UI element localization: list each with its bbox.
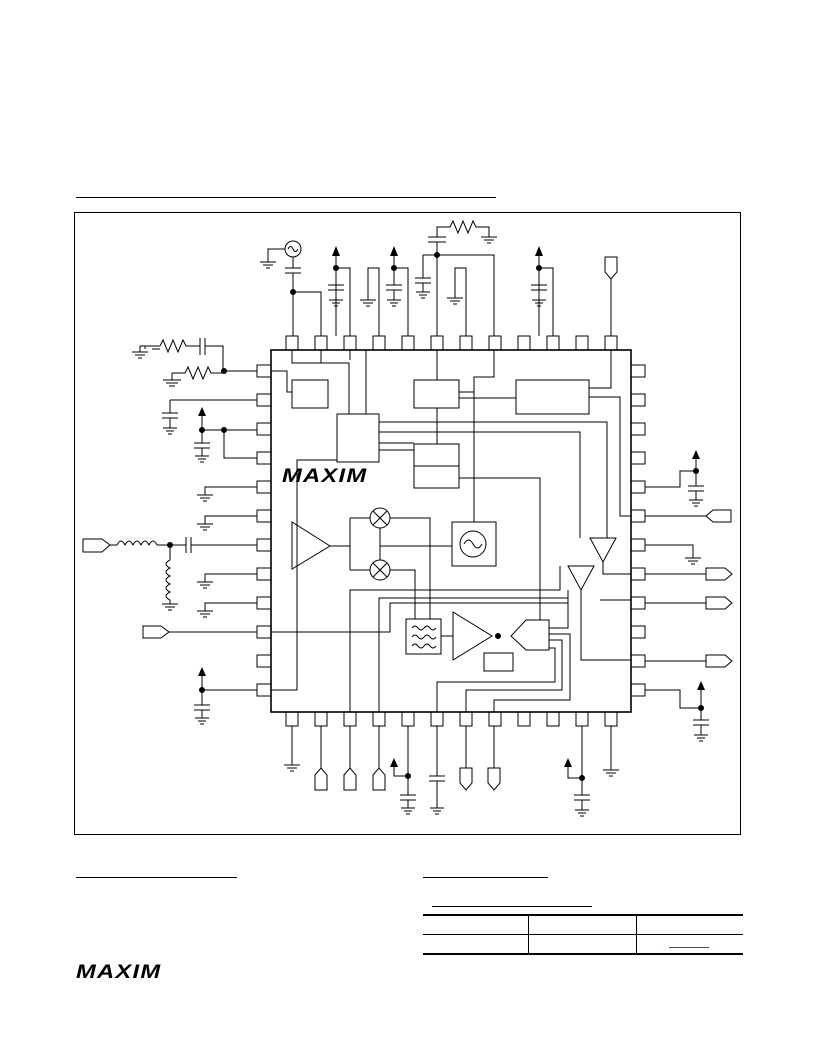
right-pins xyxy=(630,364,646,697)
block-filter xyxy=(405,618,442,655)
table-link-underline[interactable] xyxy=(669,947,709,948)
chip-maxim-logo: MAXIM xyxy=(282,466,368,487)
bottom-input-port-2 xyxy=(343,767,357,791)
block-control xyxy=(336,413,380,463)
footer-maxim-logo: MAXIM xyxy=(76,962,162,983)
control-input-port xyxy=(142,625,170,639)
bottom-pins xyxy=(285,711,618,727)
bottom-input-port-1 xyxy=(314,767,328,791)
ic-package-body xyxy=(270,349,632,713)
bottom-output-port-1 xyxy=(459,767,473,791)
section-header-rule xyxy=(76,197,496,198)
buffer-amp-2 xyxy=(567,565,595,592)
table-row xyxy=(423,934,743,955)
lower-right-heading-rule xyxy=(423,877,548,878)
rf-input-port xyxy=(82,538,111,553)
buffer-amp-1 xyxy=(589,537,617,564)
lower-right-subheading-rule xyxy=(432,906,592,907)
mixer-i xyxy=(369,507,391,529)
block-pll xyxy=(413,379,460,409)
bottom-output-port-2 xyxy=(487,767,501,791)
output-buffer xyxy=(510,619,550,651)
block-dc-offset xyxy=(483,652,514,672)
output-port-4 xyxy=(705,654,733,668)
table-row xyxy=(423,914,743,935)
left-pins xyxy=(256,364,272,697)
mixer-q xyxy=(369,559,391,581)
lna-amplifier xyxy=(291,521,331,570)
output-port-3 xyxy=(705,596,733,610)
ordering-info-table xyxy=(423,914,743,955)
top-pins xyxy=(285,335,618,351)
block-serial-interface xyxy=(515,379,590,415)
output-port-2 xyxy=(705,567,733,581)
typical-operating-circuit-frame xyxy=(74,212,741,835)
block-vco xyxy=(451,521,497,567)
serial-input-port xyxy=(604,256,618,280)
lower-left-heading-rule xyxy=(76,877,237,878)
bottom-input-port-3 xyxy=(372,767,386,791)
output-port-1 xyxy=(705,509,732,523)
block-bias xyxy=(291,379,329,409)
